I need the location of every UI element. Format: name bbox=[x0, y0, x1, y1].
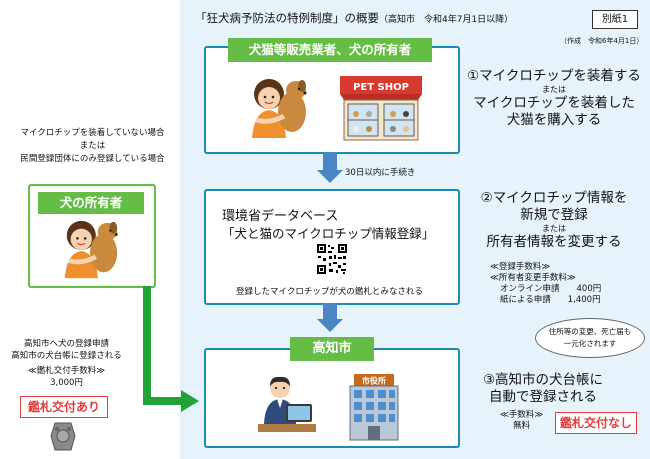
qr-code-icon bbox=[316, 243, 348, 275]
step-1-line-3: 犬猫を購入する bbox=[506, 112, 602, 128]
step-3-text: ③高知市の犬台帳に 自動で登録される bbox=[463, 372, 623, 406]
city-fee-value: 無料 bbox=[513, 421, 531, 431]
left-fee-value: 3,000円 bbox=[50, 378, 83, 388]
left-reg-2: 高知市の犬台帳に登録される bbox=[11, 351, 122, 361]
flow-arrow-2-shaft bbox=[323, 303, 337, 319]
seller-owner-header: 犬猫等販売業者、犬の所有者 bbox=[228, 38, 432, 62]
step-1-or: または bbox=[542, 85, 566, 94]
step-3-line-1: ③高知市の犬台帳に bbox=[482, 372, 604, 388]
city-hall-illustration: 市役所 bbox=[349, 374, 399, 441]
step-2-line-1: ②マイクロチップ情報を bbox=[480, 190, 628, 206]
database-caption: 登録したマイクロチップが犬の鑑札とみなされる bbox=[236, 287, 423, 297]
step-2-line-3: 所有者情報を変更する bbox=[486, 234, 622, 250]
step-2-line-2: 新規で登録 bbox=[520, 207, 588, 223]
no-tag-badge: 鑑札交付なし bbox=[555, 412, 637, 434]
tag-issued-badge: 鑑札交付あり bbox=[20, 396, 108, 418]
city-header: 高知市 bbox=[290, 337, 374, 361]
step-2-fees: ≪登録手数料≫ ≪所有者変更手数料≫ オンライン申請 400円 紙による申請 1… bbox=[490, 262, 601, 306]
left-reg-1: 高知市へ犬の登録申請 bbox=[23, 339, 109, 349]
left-owner-header: 犬の所有者 bbox=[38, 192, 144, 214]
city-box: 高知市 市役所 bbox=[204, 337, 460, 448]
paper-fee: 紙による申請 1,400円 bbox=[500, 295, 601, 305]
step-3-fees: ≪手数料≫ 無料 bbox=[500, 410, 543, 432]
left-note-1: マイクロチップを装着していない場合 bbox=[20, 128, 165, 138]
seller-owner-box: 犬猫等販売業者、犬の所有者 PET SHOP bbox=[204, 38, 460, 154]
step-2-or: または bbox=[542, 224, 566, 233]
step-1-text: ①マイクロチップを装着する または マイクロチップを装着した 犬猫を購入する bbox=[463, 68, 645, 129]
city-hall-sign-text: 市役所 bbox=[362, 376, 386, 386]
database-box: 環境省データベース 「犬と猫のマイクロチップ情報登録」 登録したマイクロチップが… bbox=[204, 189, 460, 305]
step-1-line-2: マイクロチップを装着した bbox=[473, 95, 635, 111]
online-fee: オンライン申請 400円 bbox=[500, 284, 602, 294]
left-girl-with-dog-illustration bbox=[64, 220, 118, 279]
step-3-line-2: 自動で登録される bbox=[489, 389, 597, 405]
step-2-text: ②マイクロチップ情報を 新規で登録 または 所有者情報を変更する bbox=[463, 190, 645, 251]
green-arrow-vertical bbox=[143, 286, 151, 404]
flow-arrow-2-head bbox=[317, 319, 343, 332]
page-title: 「狂犬病予防法の特例制度」の概要（高知市 令和4年7月1日以降） bbox=[195, 11, 514, 25]
left-owner-box: 犬の所有者 bbox=[28, 184, 156, 288]
left-fee-label: ≪鑑札交付手数料≫ bbox=[27, 366, 106, 376]
left-condition-note: マイクロチップを装着していない場合 または 民間登録団体にのみ登録している場合 bbox=[10, 127, 175, 166]
shop-sign-text: PET SHOP bbox=[353, 82, 409, 93]
green-arrow-horizontal bbox=[143, 397, 183, 405]
green-arrow-head bbox=[181, 390, 199, 412]
officer-at-laptop-illustration bbox=[258, 376, 316, 432]
left-note-2: または bbox=[79, 141, 106, 151]
step-1-line-1: ①マイクロチップを装着する bbox=[467, 68, 641, 84]
bubble-line-1: 住所等の変更、死亡届も bbox=[548, 327, 632, 336]
annex-label: 別紙1 bbox=[592, 10, 638, 29]
registration-fee-label: ≪登録手数料≫ bbox=[490, 262, 551, 272]
owner-change-fee-label: ≪所有者変更手数料≫ bbox=[490, 273, 576, 283]
city-fee-label: ≪手数料≫ bbox=[500, 410, 544, 420]
flow-arrow-1-shaft bbox=[323, 152, 337, 170]
bubble-line-2: 一元化されます bbox=[563, 339, 617, 348]
pet-shop-illustration: PET SHOP bbox=[340, 76, 422, 141]
database-subtitle: 「犬と猫のマイクロチップ情報登録」 bbox=[222, 226, 435, 241]
database-title: 環境省データベース bbox=[222, 209, 339, 224]
left-registration-note: 高知市へ犬の登録申請 高知市の犬台帳に登録される ≪鑑札交付手数料≫ 3,000… bbox=[4, 338, 129, 389]
dog-tag-icon bbox=[50, 422, 76, 451]
deadline-label: 30日以内に手続き bbox=[345, 168, 416, 178]
created-date: （作成 令和6年4月1日） bbox=[560, 37, 644, 45]
speech-bubble: 住所等の変更、死亡届も 一元化されます bbox=[535, 318, 645, 358]
girl-with-dog-illustration bbox=[252, 79, 307, 138]
flow-arrow-1-head bbox=[317, 170, 343, 183]
left-note-3: 民間登録団体にのみ登録している場合 bbox=[20, 154, 165, 164]
